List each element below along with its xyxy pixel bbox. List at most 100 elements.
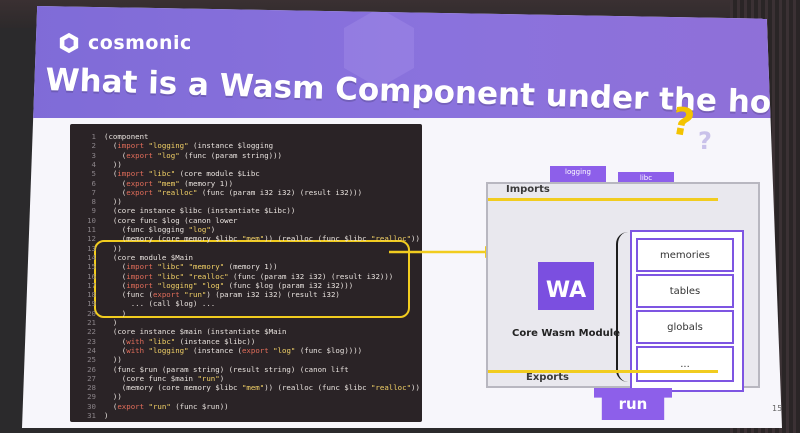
slide-number: 15 <box>772 404 782 413</box>
code-text: (with "logging" (instance (export "log" … <box>104 345 363 355</box>
code-line: 5 (import "libc" (core module $Libc <box>70 169 260 179</box>
code-line: 1(component <box>70 132 149 142</box>
question-mark-decoration-faded: ? <box>698 127 712 155</box>
line-number: 31 <box>87 411 96 420</box>
line-number: 12 <box>87 234 96 244</box>
brace <box>616 232 632 382</box>
code-text: (component <box>104 132 149 141</box>
code-line: 15 (import "libc" "memory" (memory 1)) <box>70 262 278 272</box>
line-number: 16 <box>87 271 96 281</box>
code-line: 17 (import "logging" "log" (func $log (p… <box>70 281 353 291</box>
exports-label: Exports <box>526 372 569 383</box>
code-text: (core func $log (canon lower <box>104 215 238 225</box>
code-text: )) <box>104 159 122 169</box>
line-number: 13 <box>87 243 96 253</box>
port-libc: libc <box>618 172 674 184</box>
module-item-globals: globals <box>636 310 734 344</box>
cosmonic-logo-icon <box>59 32 79 54</box>
line-number: 18 <box>87 290 96 300</box>
module-item-more: ... <box>636 346 734 382</box>
line-number: 22 <box>87 327 96 337</box>
code-line: 12 (memory (core memory $libc "mem")) (r… <box>70 234 420 244</box>
code-text: (import "libc" "memory" (memory 1)) <box>104 262 278 272</box>
code-line: 19 ... (call $log) ... <box>70 299 215 309</box>
code-line: 20 ) <box>70 309 126 319</box>
code-text: (func (export "run") (param i32 i32) (re… <box>104 290 340 300</box>
line-number: 23 <box>87 336 96 346</box>
code-text: (core instance $libc (instantiate $Libc)… <box>104 206 296 216</box>
code-line: 27 (core func $main "run") <box>70 374 224 384</box>
line-number: 24 <box>87 345 96 355</box>
code-line: 14 (core module $Main <box>70 253 193 263</box>
line-number: 25 <box>87 355 96 365</box>
line-number: 19 <box>87 299 96 309</box>
code-text: (export "realloc" (func (param i32 i32) … <box>104 187 363 197</box>
code-text: (import "libc" (core module $Libc <box>104 169 260 179</box>
component-box: Imports WA Core Wasm Module memories tab… <box>486 182 760 392</box>
line-number: 28 <box>87 383 96 393</box>
code-text: (export "run" (func $run)) <box>104 401 229 411</box>
run-export-port: run <box>594 388 672 420</box>
code-text: )) <box>104 243 122 253</box>
imports-label: Imports <box>506 184 550 195</box>
code-line: 8 )) <box>70 197 122 207</box>
line-number: 14 <box>87 252 96 262</box>
line-number: 6 <box>91 178 96 188</box>
line-number: 17 <box>87 280 96 290</box>
code-text: (core module $Main <box>104 252 193 262</box>
line-number: 27 <box>87 373 96 383</box>
line-number: 20 <box>87 308 96 318</box>
code-line: 22 (core instance $main (instantiate $Ma… <box>70 327 286 337</box>
line-number: 26 <box>87 364 96 374</box>
code-text: (func $run (param string) (result string… <box>104 364 349 374</box>
code-text: )) <box>104 355 122 365</box>
code-line: 11 (func $logging "log") <box>70 225 215 235</box>
code-text: (core func $main "run") <box>104 373 225 383</box>
code-text: )) <box>104 392 122 402</box>
code-line: 23 (with "libc" (instance $libc)) <box>70 337 255 347</box>
imports-line <box>488 198 718 201</box>
code-line: 16 (import "libc" "realloc" (func (param… <box>70 272 393 282</box>
core-module-label: Core Wasm Module <box>512 328 620 339</box>
code-text: (core instance $main (instantiate $Main <box>104 327 287 337</box>
code-line: 25 )) <box>70 355 122 365</box>
code-text: (memory (core memory $libc "mem")) (real… <box>104 383 420 393</box>
core-module-highlight <box>94 240 410 318</box>
code-text: (export "mem" (memory 1)) <box>104 178 234 188</box>
code-line: 10 (core func $log (canon lower <box>70 215 238 226</box>
line-number: 5 <box>91 169 96 179</box>
slide-header: cosmonic What is a Wasm Component under … <box>22 6 782 123</box>
presentation-slide: cosmonic What is a Wasm Component under … <box>22 6 782 428</box>
module-item-tables: tables <box>636 274 734 308</box>
wasm-logo-icon: WA <box>538 262 594 310</box>
brand: cosmonic <box>58 32 192 54</box>
code-line: 29 )) <box>70 392 122 402</box>
component-diagram: logging libc Imports WA Core Wasm Module… <box>476 156 776 426</box>
port-logging: logging <box>550 166 606 184</box>
code-line: 4 )) <box>70 160 122 170</box>
code-text: (import "libc" "realloc" (func (param i3… <box>104 271 394 281</box>
code-text: (func $logging "log") <box>104 225 216 234</box>
module-item-memories: memories <box>636 238 734 272</box>
code-line: 28 (memory (core memory $libc "mem")) (r… <box>70 383 420 393</box>
code-line: 6 (export "mem" (memory 1)) <box>70 178 234 189</box>
code-text: (import "logging" (instance $logging <box>104 141 274 151</box>
line-number: 8 <box>91 197 96 207</box>
line-number: 11 <box>87 225 96 234</box>
line-number: 2 <box>91 141 96 151</box>
code-text: ) <box>104 318 118 327</box>
code-text: (memory (core memory $libc "mem")) (real… <box>104 234 420 244</box>
code-text: ) <box>104 308 127 318</box>
code-line: 7 (export "realloc" (func (param i32 i32… <box>70 187 363 198</box>
code-text: )) <box>104 197 122 207</box>
code-line: 24 (with "logging" (instance (export "lo… <box>70 346 362 356</box>
line-number: 21 <box>87 318 96 327</box>
line-number: 10 <box>87 215 96 225</box>
line-number: 7 <box>91 187 96 197</box>
line-number: 4 <box>91 159 96 169</box>
code-text: (export "log" (func (param string))) <box>104 150 282 160</box>
line-number: 29 <box>87 392 96 402</box>
line-number: 9 <box>91 206 96 216</box>
line-number: 30 <box>87 401 96 411</box>
